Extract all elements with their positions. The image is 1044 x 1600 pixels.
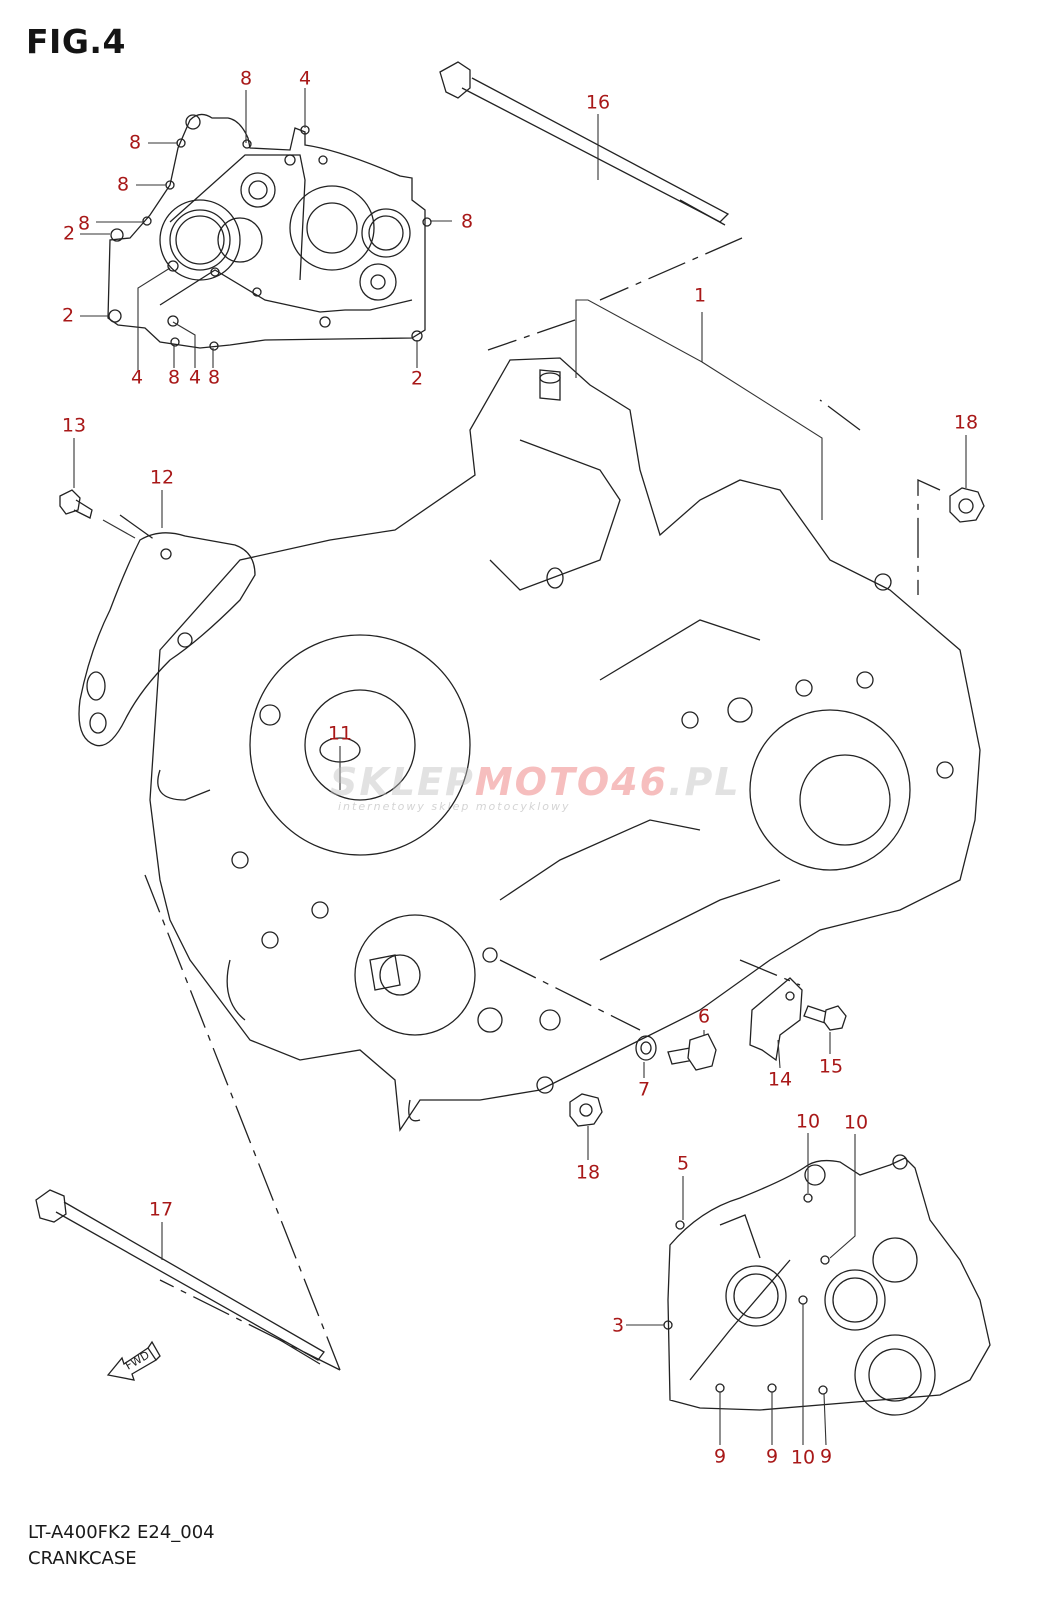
bolt-17 xyxy=(35,1189,325,1365)
callout-8: 8 xyxy=(77,212,91,235)
nut-18-upper xyxy=(949,487,985,523)
bolt-15 xyxy=(803,1005,847,1031)
plate-14 xyxy=(749,977,803,1062)
callout-10: 10 xyxy=(795,1110,821,1133)
watermark-brand-gray: SKLEP xyxy=(330,760,475,804)
main-crankcase xyxy=(149,357,981,1132)
bolt-13 xyxy=(59,489,93,519)
lower-right-crankcase-half xyxy=(663,1154,991,1416)
callout-8: 8 xyxy=(207,366,221,389)
callout-4: 4 xyxy=(298,67,312,90)
callout-11: 11 xyxy=(327,722,353,745)
callout-8: 8 xyxy=(167,366,181,389)
callout-12: 12 xyxy=(149,466,175,489)
callout-9: 9 xyxy=(765,1445,779,1468)
figure-name: CRANKCASE xyxy=(28,1548,137,1569)
callout-13: 13 xyxy=(61,414,87,437)
callout-9: 9 xyxy=(713,1445,727,1468)
callout-5: 5 xyxy=(676,1152,690,1175)
alignment-lines xyxy=(119,237,941,1371)
watermark-brand-red: MOTO46 xyxy=(474,760,669,804)
figure-code: LT-A400FK2 E24_004 xyxy=(28,1522,215,1543)
bolt-16 xyxy=(439,61,730,226)
upper-left-crankcase-half xyxy=(107,113,432,351)
callout-10: 10 xyxy=(843,1111,869,1134)
callout-8: 8 xyxy=(128,131,142,154)
callout-15: 15 xyxy=(818,1055,844,1078)
callout-16: 16 xyxy=(585,91,611,114)
callout-14: 14 xyxy=(767,1068,793,1091)
callout-9: 9 xyxy=(819,1445,833,1468)
callout-8: 8 xyxy=(460,210,474,233)
bracket-12 xyxy=(78,532,256,747)
callout-1: 1 xyxy=(693,284,707,307)
callout-4: 4 xyxy=(130,366,144,389)
callout-2: 2 xyxy=(410,367,424,390)
callout-3: 3 xyxy=(611,1314,625,1337)
nut-18-lower xyxy=(569,1093,603,1127)
callout-7: 7 xyxy=(637,1078,651,1101)
watermark-logo: SKLEPMOTO46.PL xyxy=(330,760,741,804)
figure-title: FIG.4 xyxy=(26,22,126,61)
callout-10: 10 xyxy=(790,1446,816,1469)
callout-4: 4 xyxy=(188,366,202,389)
fwd-arrow-icon xyxy=(106,1340,161,1381)
callout-18: 18 xyxy=(575,1161,601,1184)
callout-6: 6 xyxy=(697,1005,711,1028)
callout-8: 8 xyxy=(239,67,253,90)
washer-7 xyxy=(635,1035,657,1061)
callout-2: 2 xyxy=(62,222,76,245)
callout-8: 8 xyxy=(116,173,130,196)
callout-18: 18 xyxy=(953,411,979,434)
callout-17: 17 xyxy=(148,1198,174,1221)
watermark-brand-suffix: .PL xyxy=(668,760,741,804)
watermark-tagline: internetowy sklep motocyklowy xyxy=(338,800,571,813)
callout-2: 2 xyxy=(61,304,75,327)
bolt-6 xyxy=(667,1033,717,1071)
leader-lines xyxy=(73,88,967,1446)
